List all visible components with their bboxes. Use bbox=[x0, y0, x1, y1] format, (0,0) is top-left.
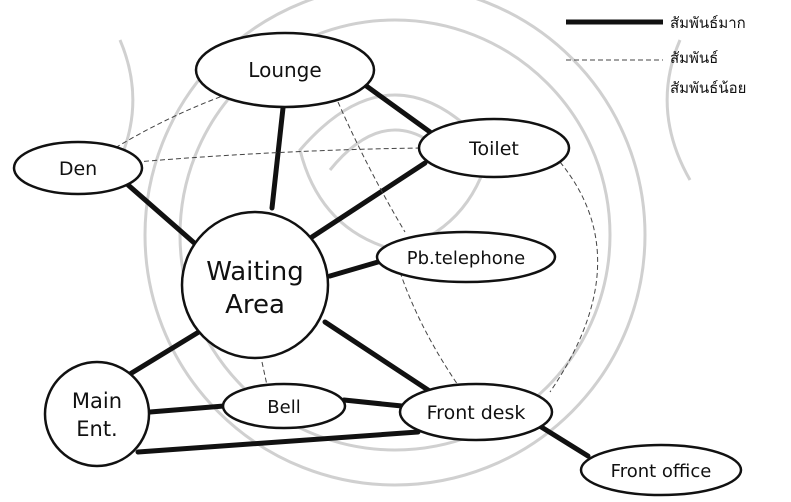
node-pb-telephone-label: Pb.telephone bbox=[407, 248, 526, 269]
link-mainent-bell bbox=[150, 406, 224, 412]
node-pb-telephone: Pb.telephone bbox=[377, 232, 555, 282]
legend-strong-label: สัมพันธ์มาก bbox=[670, 14, 746, 32]
node-toilet-label: Toilet bbox=[468, 138, 519, 160]
link-toilet-waiting bbox=[312, 163, 425, 237]
node-toilet: Toilet bbox=[419, 119, 569, 177]
link-toilet-frontdesk bbox=[550, 162, 598, 392]
link-waiting-frontdesk bbox=[325, 322, 428, 390]
link-lounge-waiting bbox=[272, 108, 283, 208]
node-front-desk: Front desk bbox=[400, 384, 552, 440]
node-den: Den bbox=[14, 142, 142, 194]
link-waiting-pbtelephone bbox=[330, 262, 378, 276]
link-bell-frontdesk bbox=[344, 400, 402, 406]
link-den-waiting bbox=[127, 184, 200, 248]
node-front-desk-label: Front desk bbox=[427, 402, 526, 424]
node-den-label: Den bbox=[59, 158, 97, 180]
legend-medium-label: สัมพันธ์ bbox=[670, 49, 718, 67]
link-lounge-toilet bbox=[365, 85, 430, 132]
node-waiting-area: Waiting Area bbox=[182, 212, 328, 358]
node-bell-label: Bell bbox=[267, 397, 300, 418]
node-lounge-label: Lounge bbox=[248, 58, 321, 82]
node-front-office-label: Front office bbox=[611, 461, 712, 482]
node-bell: Bell bbox=[223, 384, 345, 428]
node-main-entrance-line2: Ent. bbox=[76, 417, 118, 441]
node-waiting-area-line1: Waiting bbox=[206, 257, 304, 287]
node-main-entrance: Main Ent. bbox=[45, 362, 149, 466]
link-pbtelephone-frontdesk bbox=[400, 272, 460, 388]
node-front-office: Front office bbox=[581, 445, 741, 495]
legend-weak-label: สัมพันธ์น้อย bbox=[670, 79, 746, 97]
node-lounge: Lounge bbox=[196, 33, 374, 107]
node-main-entrance-line1: Main bbox=[72, 389, 122, 413]
node-waiting-area-line2: Area bbox=[225, 290, 285, 320]
